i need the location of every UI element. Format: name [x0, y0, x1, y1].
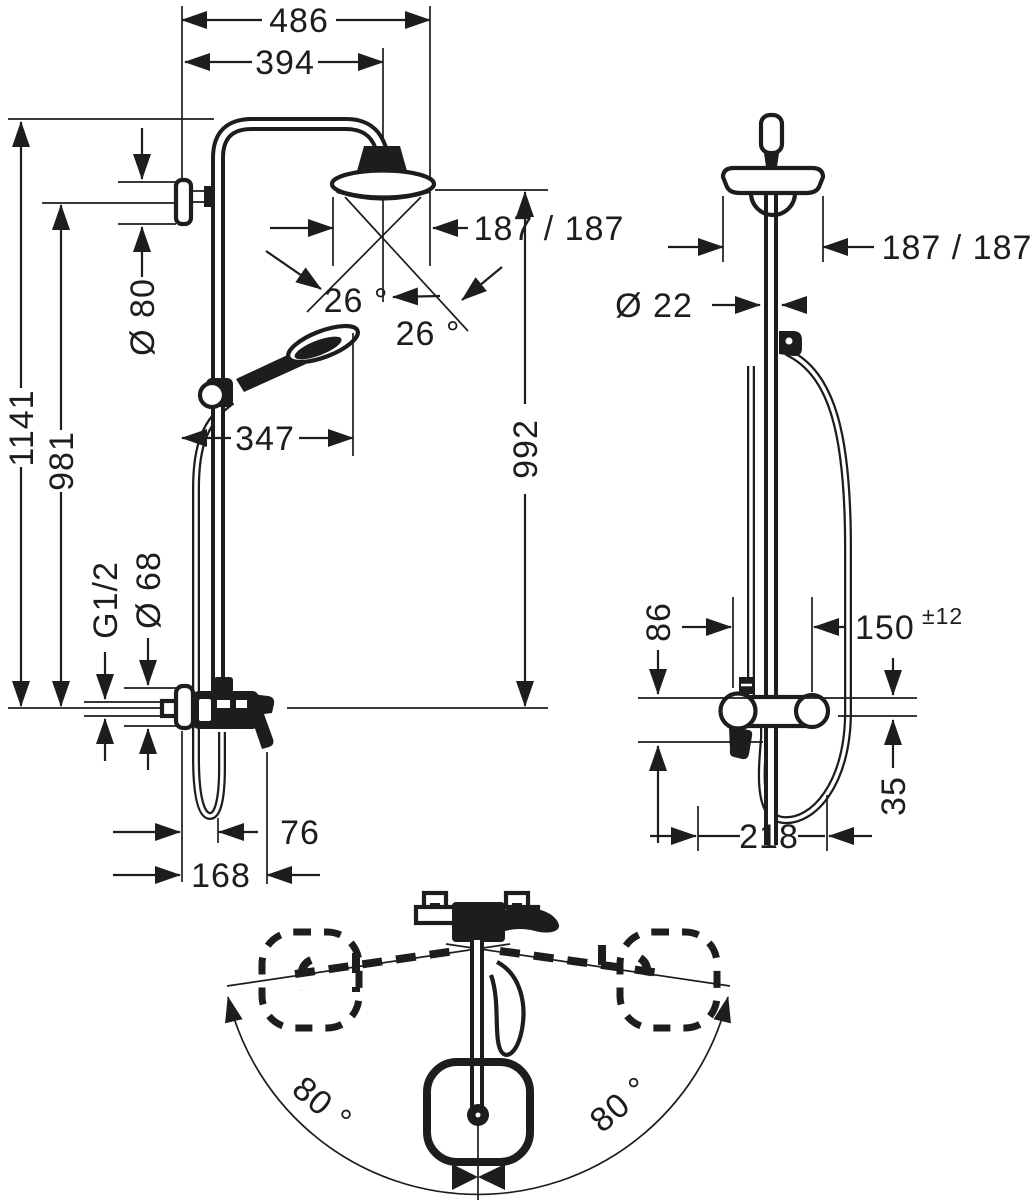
- front-view: 486 394 187 / 187 26 ° 26 ° 347 992: [3, 2, 625, 895]
- mixer-top-down: [413, 890, 560, 1190]
- handshower-holder-side: [779, 331, 802, 357]
- shower-hose-side: [747, 348, 852, 825]
- dim-width-overall: 486: [269, 2, 329, 40]
- riser-pipe-front: [211, 117, 390, 706]
- dim-height-overall: 1141: [3, 389, 41, 466]
- dim-handshower-offset: 347: [235, 420, 295, 458]
- dim-width-arm: 394: [255, 44, 315, 82]
- overhead-shower-side: [720, 112, 826, 218]
- hand-shower-front: [197, 323, 360, 410]
- dim-projection-tolerance: ±12: [922, 603, 963, 629]
- spray-cone-lines: [306, 196, 469, 332]
- dim-pipe-dia: Ø 22: [615, 287, 693, 325]
- wall-bracket-front: [173, 177, 213, 227]
- dim-thread: G1/2: [87, 561, 125, 639]
- dim-depth: 218: [739, 818, 799, 856]
- swivel-dashed-positions: [258, 928, 721, 1032]
- dim-mixer-height: 86: [640, 602, 678, 642]
- dim-hose-offset: 76: [280, 814, 320, 852]
- dim-base-width: 168: [191, 857, 251, 895]
- overhead-shower-front: [329, 146, 437, 201]
- dim-bracket-dia: Ø 80: [124, 278, 162, 356]
- dim-spray-angle-upper: 26 °: [324, 282, 389, 320]
- side-view: 187 / 187 Ø 22 86 150 ±12 35: [615, 112, 1033, 856]
- supply-connection-front: [159, 683, 196, 731]
- front-reference-lines: [8, 6, 548, 884]
- front-dimensions: 486 394 187 / 187 26 ° 26 ° 347 992: [3, 2, 625, 895]
- dim-swivel-right: 80 °: [583, 1069, 657, 1140]
- dim-outlet-offset: 35: [875, 776, 913, 816]
- dim-swivel-left: 80 °: [285, 1069, 359, 1140]
- dim-height-head: 992: [507, 419, 545, 479]
- dim-spray-angle-lower: 26 °: [396, 315, 461, 353]
- side-dimensions: 187 / 187 Ø 22 86 150 ±12 35: [615, 196, 1033, 856]
- dim-projection-main: 150: [855, 609, 915, 647]
- dim-head-offset-side: 187 / 187: [882, 229, 1033, 267]
- mixer-front: [192, 677, 275, 749]
- mixer-side: [718, 677, 831, 760]
- bottom-view: 80 ° 80 °: [225, 890, 731, 1200]
- dim-height-bracket: 981: [43, 431, 81, 491]
- dim-head-offset-front: 187 / 187: [474, 210, 625, 248]
- dim-supply-escutcheon-dia: Ø 68: [130, 551, 168, 629]
